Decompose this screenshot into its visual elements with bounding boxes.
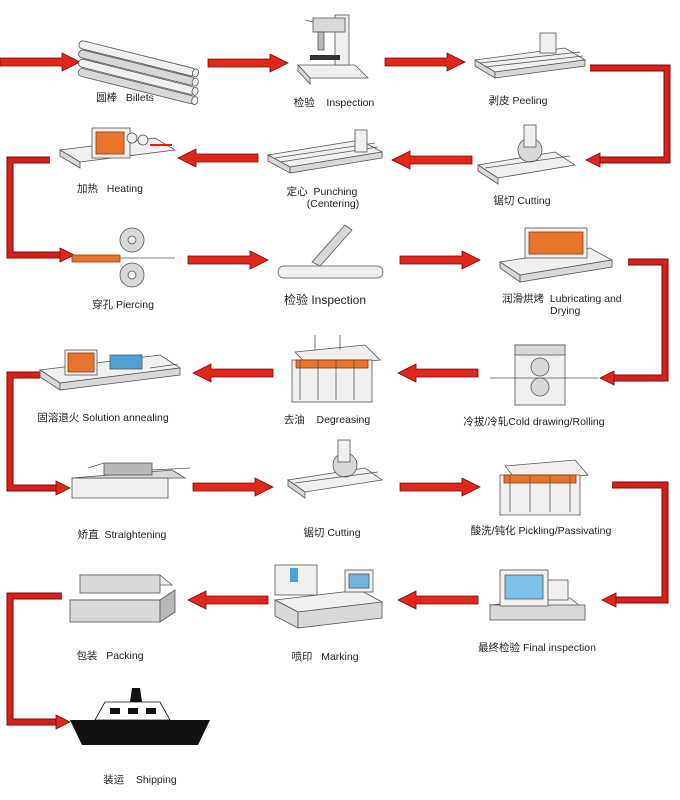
- connector-heating-piercing: [7, 157, 65, 258]
- label-packing: 包装 Packing: [76, 650, 143, 662]
- piercing-illustration: [71, 227, 175, 288]
- label-peeling: 剥皮 Peeling: [489, 95, 548, 107]
- label-en: Cold drawing/Rolling: [508, 416, 605, 428]
- label-en: Final inspection: [522, 642, 596, 654]
- straightening-illustration: [71, 462, 191, 499]
- label-en2: (Centering): [306, 198, 360, 210]
- label-zh: 加热: [77, 183, 99, 195]
- label-zh: 锯切: [493, 195, 515, 207]
- label-en: Billets: [125, 92, 154, 104]
- label-zh: 锯切: [303, 527, 325, 539]
- label-en: Straightening: [104, 529, 167, 541]
- heating-illustration: [58, 127, 177, 169]
- label-zh: 矫直: [77, 529, 99, 541]
- connector-pickling-final: [612, 482, 668, 603]
- label-zh: 去油: [283, 414, 305, 426]
- connector-lubricating-rolling: [610, 259, 668, 381]
- label-billets: 圆棒 Billets: [96, 92, 154, 104]
- label-degreasing: 去油 Degreasing: [284, 414, 370, 426]
- label-zh: 最终检验: [478, 642, 521, 654]
- arrow-final-marking: [397, 590, 479, 610]
- label-en: Piercing: [115, 299, 154, 311]
- label-en: Solution annealing: [82, 412, 169, 424]
- label-zh: 检验: [283, 293, 308, 307]
- arrow-straightening-cutting: [192, 477, 274, 497]
- degreasing-tank-illustration: [291, 335, 381, 403]
- pickling-tank-illustration: [499, 459, 589, 516]
- label-zh: 包装: [76, 650, 98, 662]
- arrow-piercing-inspection: [187, 250, 269, 270]
- label-en2: Drying: [550, 305, 581, 317]
- label-cutting-2: 锯切 Cutting: [303, 527, 360, 539]
- inspection-rod-illustration: [277, 224, 384, 279]
- label-straightening: 矫直 Straightening: [78, 529, 167, 541]
- peeling-illustration: [473, 32, 587, 79]
- arrow-start: [0, 52, 81, 72]
- cutting-saw-illustration: [476, 124, 577, 185]
- label-zh: 冷拔/冷轧: [463, 416, 509, 428]
- label-zh: 定心: [286, 186, 308, 198]
- label-heating: 加热 Heating: [77, 183, 143, 195]
- final-inspection-illustration: [488, 569, 587, 621]
- arrow-cutting-punching: [391, 150, 473, 170]
- annealing-furnace-illustration: [38, 349, 182, 391]
- label-zh: 装运: [103, 774, 125, 786]
- label-shipping: 装运 Shipping: [103, 774, 177, 786]
- connector-packing-shipping: [7, 593, 62, 725]
- billets-illustration: [77, 40, 199, 105]
- label-lubricating: 润滑烘烤 Lubricating and Drying: [502, 293, 622, 317]
- label-en: Peeling: [512, 95, 548, 107]
- label-cutting-1: 锯切 Cutting: [493, 195, 550, 207]
- packing-illustration: [68, 574, 177, 623]
- label-zh: 穿孔: [92, 299, 114, 311]
- arrow-inspection-lubricating: [399, 250, 481, 270]
- label-piercing: 穿孔 Piercing: [92, 299, 154, 311]
- label-zh: 固溶退火: [37, 412, 80, 424]
- label-en: Cutting: [517, 195, 551, 207]
- label-pickling: 酸洗/钝化 Pickling/Passivating: [471, 525, 612, 537]
- label-inspection-1: 检验 Inspection: [294, 97, 375, 109]
- label-en: Heating: [106, 183, 143, 195]
- label-zh: 剥皮: [488, 95, 510, 107]
- label-en: Inspection: [326, 97, 375, 109]
- label-final-inspection: 最终检验 Final inspection: [478, 642, 596, 654]
- arrow-cutting-pickling: [399, 477, 481, 497]
- lubricating-illustration: [498, 227, 614, 283]
- label-en: Marking: [321, 651, 359, 663]
- label-en: Shipping: [135, 774, 177, 786]
- arrow-marking-packing: [187, 590, 269, 610]
- arrow-degreasing-annealing: [192, 363, 274, 383]
- ship-illustration: [70, 688, 210, 745]
- inspection-press-illustration: [297, 14, 369, 86]
- arrow-punching-heating: [177, 148, 259, 168]
- cutting-saw-2-illustration: [286, 439, 384, 499]
- arrow-rolling-degreasing: [397, 363, 479, 383]
- label-en: Packing: [106, 650, 144, 662]
- label-en: Punching: [313, 186, 358, 198]
- connector-annealing-straightening: [7, 372, 60, 491]
- marking-illustration: [273, 564, 384, 629]
- label-en: Lubricating and: [549, 293, 622, 305]
- label-inspection-2: 检验 Inspection: [284, 294, 366, 306]
- label-zh: 酸洗/钝化: [470, 525, 516, 537]
- label-marking: 喷印 Marking: [291, 651, 358, 663]
- label-en: Degreasing: [316, 414, 371, 426]
- arrow-inspection-peeling: [384, 52, 466, 72]
- label-zh: 圆棒: [96, 92, 118, 104]
- label-annealing: 固溶退火 Solution annealing: [37, 412, 168, 424]
- rolling-mill-illustration: [490, 344, 598, 406]
- label-zh: 喷印: [291, 651, 313, 663]
- label-zh: 检验: [293, 97, 315, 109]
- label-en: Inspection: [311, 293, 367, 307]
- flow-arrows: [0, 52, 671, 730]
- label-rolling: 冷拔/冷轧Cold drawing/Rolling: [463, 416, 604, 428]
- label-zh: 润滑烘烤: [502, 293, 544, 305]
- connector-peeling-cutting: [590, 65, 670, 163]
- arrow-billets-inspection: [207, 53, 289, 73]
- punching-illustration: [266, 129, 384, 174]
- label-en: Cutting: [327, 527, 361, 539]
- label-punching: 定心 Punching (Centering): [285, 186, 360, 210]
- label-en: Pickling/Passivating: [518, 525, 612, 537]
